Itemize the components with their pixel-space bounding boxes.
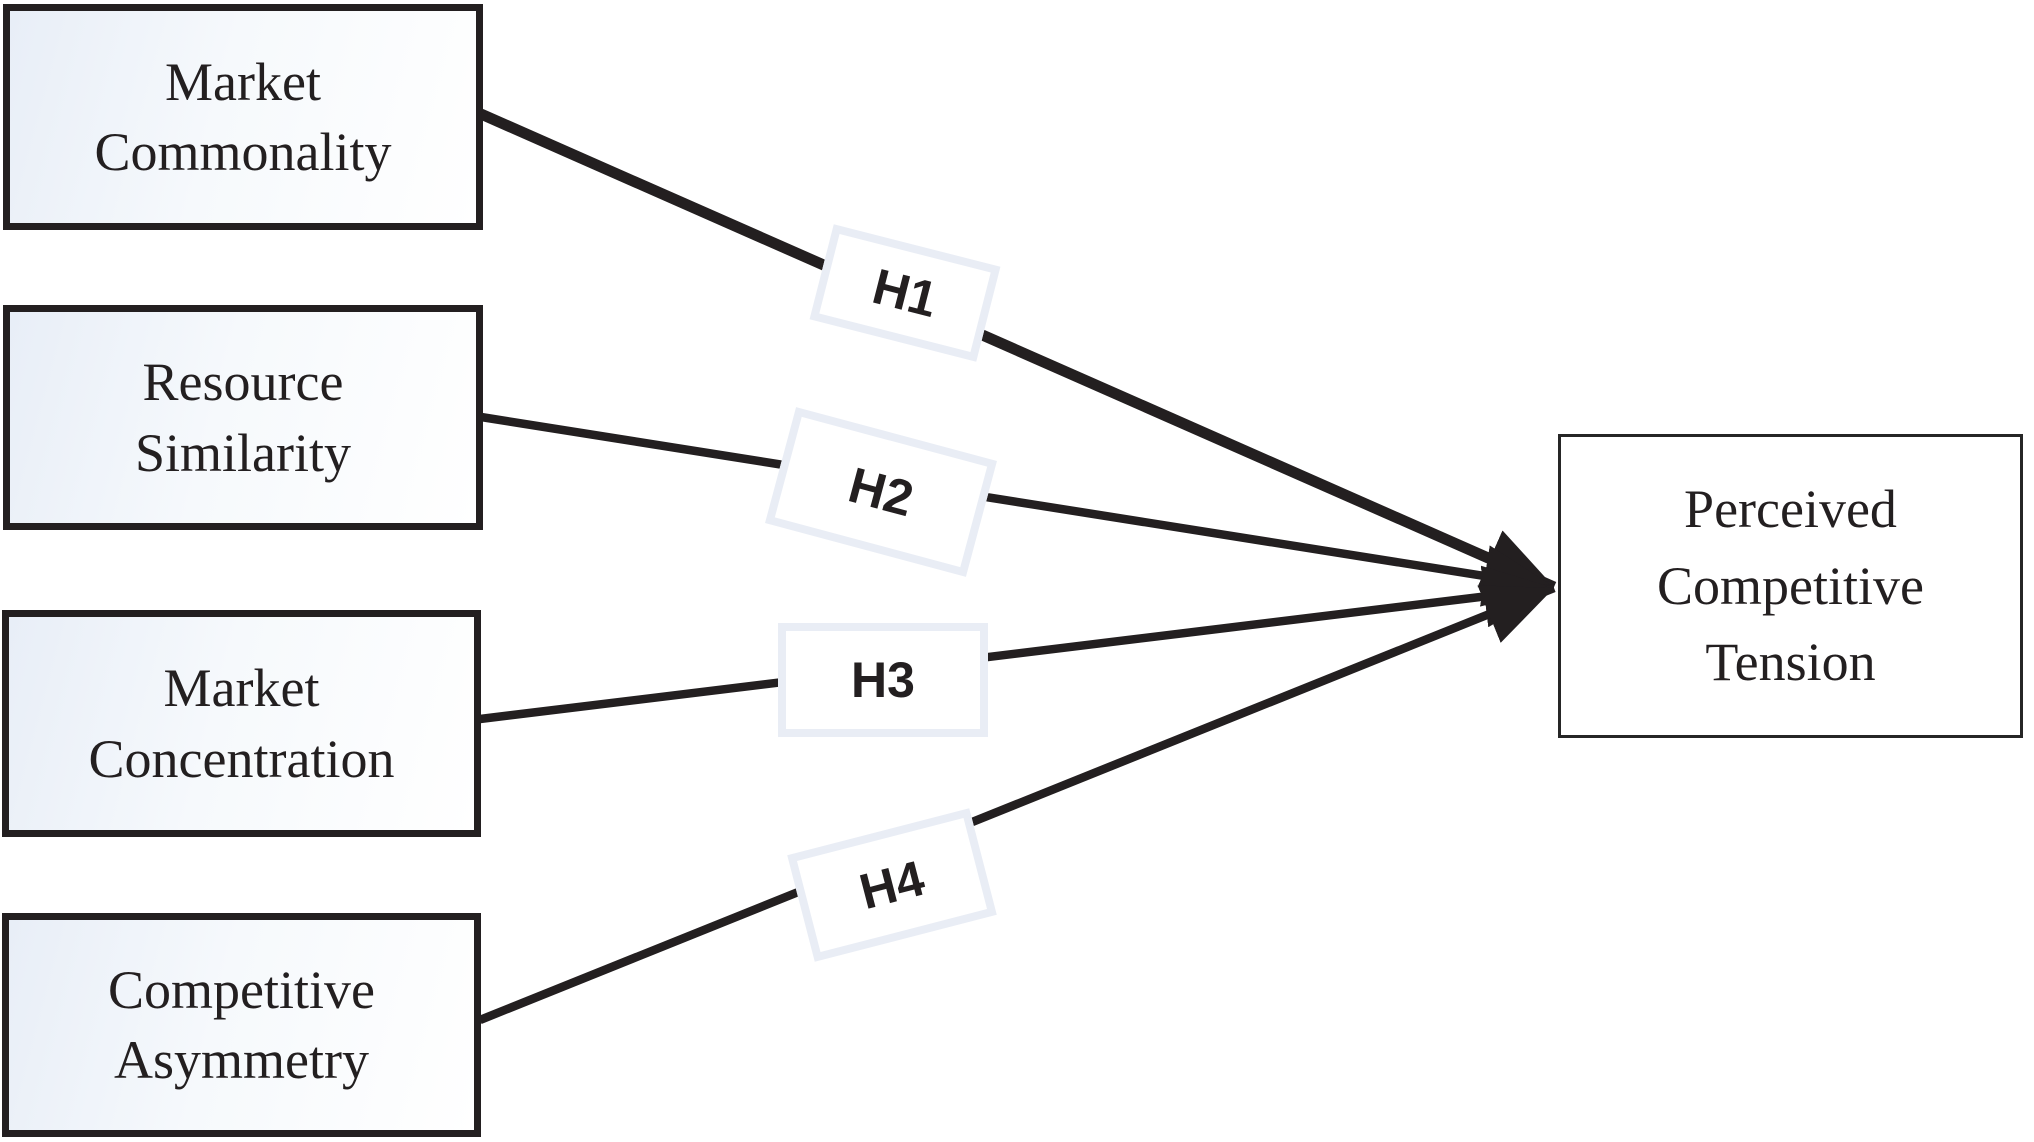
node-label-line: Market: [165, 51, 321, 112]
node-label-line: Asymmetry: [114, 1030, 369, 1090]
node-label: Resource Similarity: [135, 347, 351, 487]
node-label: Market Commonality: [95, 47, 392, 187]
node-label-line: Competitive: [108, 959, 375, 1020]
node-label-line: Perceived: [1684, 478, 1897, 539]
node-label: Market Concentration: [89, 653, 395, 793]
node-market-concentration: Market Concentration: [2, 610, 481, 837]
node-market-commonality: Market Commonality: [3, 4, 483, 230]
hypothesis-label-text: H3: [851, 652, 915, 708]
node-label-line: Commonality: [94, 122, 392, 182]
hypothesis-label-text: H1: [867, 257, 943, 329]
node-label: Competitive Asymmetry: [108, 955, 375, 1095]
node-label-line: Resource: [142, 352, 344, 413]
node-perceived-competitive-tension: Perceived Competitive Tension: [1558, 434, 2023, 738]
edge-h1-line: [478, 108, 1557, 593]
node-label-line: Competitive: [1657, 555, 1924, 616]
node-label-line: Tension: [1705, 632, 1876, 693]
node-label-line: Similarity: [135, 422, 351, 483]
edge-h4-line: [478, 584, 1556, 1024]
node-resource-similarity: Resource Similarity: [3, 305, 483, 530]
edge-h2-line: [480, 412, 1555, 607]
hypothesis-label-text: H2: [842, 456, 920, 528]
node-competitive-asymmetry: Competitive Asymmetry: [2, 913, 481, 1137]
node-label-line: Concentration: [88, 728, 395, 789]
node-label: Perceived Competitive Tension: [1657, 471, 1924, 701]
hypothesis-label-text: H4: [854, 849, 930, 921]
hypothesis-label-h3: H3: [778, 623, 988, 737]
node-label-line: Market: [163, 658, 320, 719]
edge-h3-line: [479, 565, 1555, 724]
